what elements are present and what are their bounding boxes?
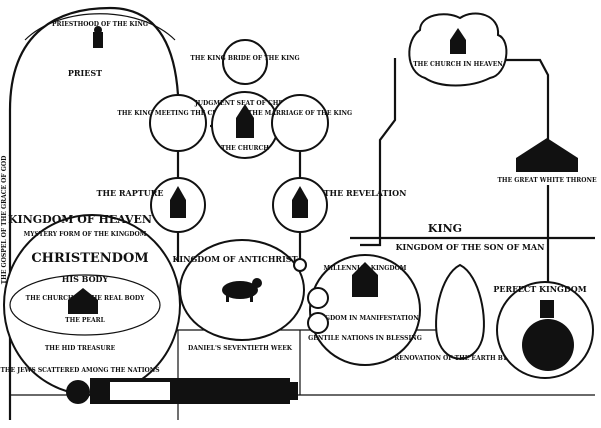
priest-label: PRIEST bbox=[68, 68, 102, 78]
small-circles bbox=[293, 258, 329, 334]
cathedral-icon bbox=[236, 104, 254, 138]
renovation-shape bbox=[435, 263, 485, 360]
rapture-cathedral-icon bbox=[170, 186, 186, 218]
heaven-cathedral-icon bbox=[450, 28, 466, 54]
king-meeting-circle bbox=[149, 94, 207, 152]
the-church-label: THE CHURCH bbox=[221, 145, 269, 152]
kingdom-heaven-label: KINGDOM OF HEAVEN bbox=[8, 213, 152, 226]
bride-circle bbox=[222, 39, 268, 85]
church-heaven-group: THE CHURCH IN HEAVEN bbox=[408, 12, 508, 87]
marriage-label: THE MARRIAGE OF THE KING bbox=[248, 110, 352, 117]
king-meeting-label: THE KING MEETING THE CHURCH bbox=[117, 110, 239, 117]
throne-group: THE GREAT WHITE THRONE bbox=[497, 138, 597, 184]
beast-icon bbox=[222, 278, 262, 302]
bride-label: THE KING BRIDE OF THE KING bbox=[190, 55, 299, 62]
priesthood-label: PRIESTHOOD OF THE KING bbox=[52, 21, 148, 28]
hid-treasure-label: THE HID TREASURE bbox=[45, 345, 116, 352]
christendom-label: CHRISTENDOM bbox=[31, 251, 148, 266]
marriage-circle bbox=[271, 94, 329, 152]
king-figure-icon bbox=[93, 26, 103, 48]
antichrist-label: KINGDOM OF ANTICHRIST bbox=[172, 254, 297, 264]
kingdom-son-man-group: KING KINGDOM OF THE SON OF MAN MILLENNIA… bbox=[308, 222, 595, 379]
his-body-label: HIS BODY bbox=[62, 274, 109, 284]
judgment-seat-label: JUDGMENT SEAT OF CHRIST bbox=[194, 100, 296, 107]
rapture-revelation: THE RAPTURE THE REVELATION bbox=[97, 177, 407, 233]
jews-scattered-label: THE JEWS SCATTERED AMONG THE NATIONS bbox=[0, 367, 159, 374]
revelation-label: THE REVELATION bbox=[324, 188, 407, 198]
priesthood-group: PRIESTHOOD OF THE KING PRIEST bbox=[24, 13, 176, 78]
daniels-week-label: DANIEL'S SEVENTIETH WEEK bbox=[188, 345, 293, 352]
perfect-kingdom-label: PERFECT KINGDOM bbox=[493, 284, 586, 294]
son-of-man-label: KINGDOM OF THE SON OF MAN bbox=[396, 242, 545, 252]
kingdom-heaven-group: KINGDOM OF HEAVEN MYSTERY FORM OF THE KI… bbox=[0, 213, 181, 396]
revelation-cathedral-icon bbox=[292, 186, 308, 218]
throne-icon bbox=[352, 262, 378, 297]
antichrist-group: KINGDOM OF ANTICHRIST DANIEL'S SEVENTIET… bbox=[172, 239, 305, 352]
margin-note: THE GOSPEL OF THE GRACE OF GOD bbox=[1, 156, 8, 285]
globe-icon bbox=[522, 300, 574, 371]
mystery-form-label: MYSTERY FORM OF THE KINGDOM bbox=[24, 231, 147, 238]
statue-figure bbox=[66, 378, 298, 404]
gentile-nations-label: GENTILE NATIONS IN BLESSING bbox=[308, 335, 422, 342]
millennial-circle bbox=[309, 254, 421, 366]
top-circles: THE KING MEETING THE CHURCH JUDGMENT SEA… bbox=[117, 39, 352, 159]
pearl-label: THE PEARL bbox=[65, 317, 106, 324]
great-white-throne-label: THE GREAT WHITE THRONE bbox=[497, 177, 597, 184]
renovation-label: RENOVATION OF THE EARTH BY FIRE bbox=[394, 355, 526, 362]
church-building-icon bbox=[68, 288, 98, 314]
church-heaven-label: THE CHURCH IN HEAVEN bbox=[413, 61, 503, 68]
king-label: KING bbox=[428, 222, 462, 235]
manifestation-label: KINGDOM IN MANIFESTATION bbox=[311, 315, 419, 322]
rapture-label: THE RAPTURE bbox=[97, 188, 164, 198]
